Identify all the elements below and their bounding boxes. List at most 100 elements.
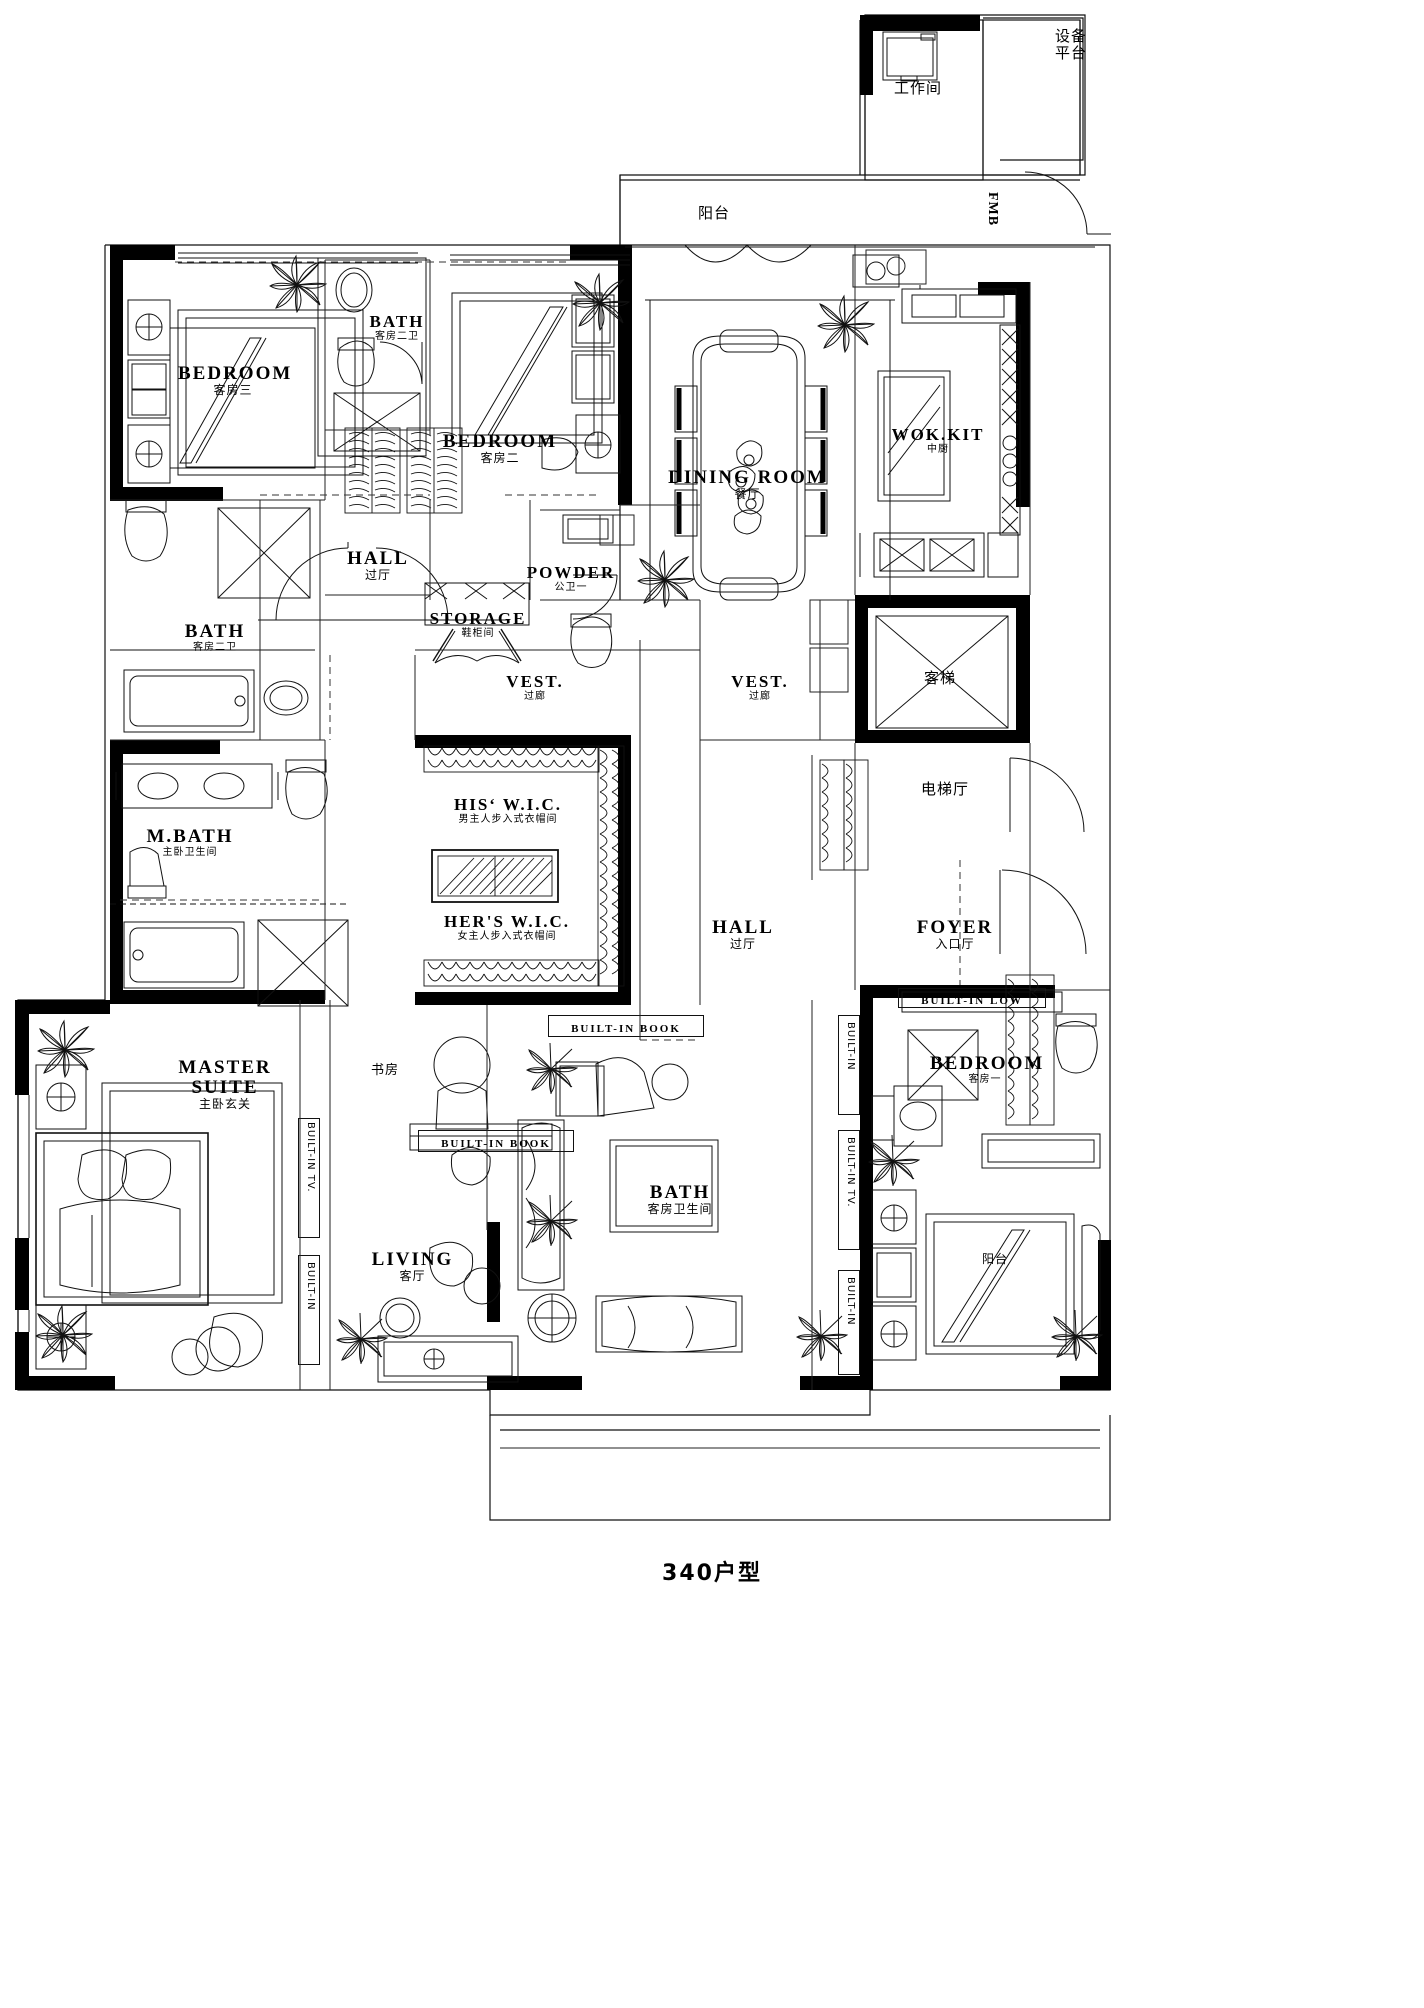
room-name-en-line2: SUITE: [191, 1076, 259, 1098]
room-name-cn: 客房卫生间: [647, 1201, 713, 1216]
room-name-cn: 主卧卫生间: [162, 846, 218, 858]
room-label-living: BATH 客房卫生间: [620, 1183, 740, 1217]
wall-segment: [1060, 1376, 1110, 1390]
room-label-equipment-platform: 设备 平台: [1036, 27, 1106, 63]
room-label-bedroom2: BEDROOM 客房二: [440, 432, 560, 466]
fmb-door-swing: [1024, 171, 1111, 235]
room-name-en: POWDER: [526, 563, 616, 582]
room-name-cn: 电梯厅: [920, 780, 969, 798]
annotation-text: BUILT-IN BOOK: [441, 1138, 551, 1150]
room-name-cn: 公卫一: [554, 581, 588, 593]
wall-segment: [15, 1238, 29, 1310]
wall-segment: [110, 245, 123, 500]
built-in-right-panel1: [838, 1015, 860, 1115]
room-name-cn: 书房: [370, 1063, 399, 1078]
annotation-built-in-book-top: BUILT-IN BOOK: [548, 1019, 704, 1037]
room-name-en: M.BATH: [146, 826, 234, 847]
room-name-cn: 主卧玄关: [198, 1096, 251, 1111]
room-name-en: BEDROOM: [178, 363, 293, 384]
wall-segment: [110, 245, 175, 260]
room-name-cn: 客房二: [480, 450, 520, 465]
room-name-cn: 入口厅: [935, 936, 975, 951]
annotation-text: BUILT-IN LOW: [921, 995, 1023, 1007]
room-name-cn-line1: 设备: [1054, 27, 1087, 45]
wall-segment: [110, 487, 223, 501]
room-name-en: HALL: [347, 548, 409, 569]
annotation-built-in-low: BUILT-IN LOW: [898, 991, 1046, 1009]
wall-segment: [800, 1376, 872, 1390]
room-label-hall-north: HALL 过厅: [330, 549, 426, 583]
wall-segment: [618, 735, 631, 1005]
plant-icon: [269, 254, 328, 314]
room-name-cn: 鞋柜间: [461, 627, 495, 639]
room-name-cn: 客房一: [968, 1073, 1002, 1085]
annotation-text: BUILT-IN BOOK: [571, 1023, 681, 1035]
plant-icon: [526, 1042, 579, 1095]
room-label-hall-south: HALL 过厅: [690, 918, 796, 952]
room-name-cn: 客厅: [399, 1268, 426, 1283]
room-name-cn-line2: 平台: [1054, 44, 1087, 63]
wall-segment: [1098, 1240, 1111, 1390]
built-in-tv-left-panel: [298, 1118, 320, 1238]
room-name-cn: 男主人步入式衣帽间: [458, 813, 558, 825]
room-name-en: VEST.: [506, 672, 564, 691]
closet-hanging-rods: [344, 427, 463, 514]
wall-segment: [15, 1332, 29, 1390]
room-name-cn: 阳台: [698, 204, 731, 222]
foyer-closet-rods: [819, 759, 869, 871]
hall-closet-rods: [1005, 974, 1055, 1126]
room-name-en: STORAGE: [429, 609, 527, 628]
room-name-en-line1: MASTER: [178, 1057, 272, 1078]
room-name-cn: 客梯: [923, 669, 956, 687]
room-name-en: FOYER: [916, 917, 994, 938]
room-name-cn: 客房二卫: [375, 330, 419, 342]
room-label-master-foyer: 书房: [330, 1063, 440, 1079]
room-label-elevator-lobby: 电梯厅: [890, 780, 1000, 798]
room-name-en: BEDROOM: [442, 431, 558, 452]
room-label-balcony-north: 阳台: [698, 204, 731, 222]
hall-north-door-swings: [258, 542, 508, 621]
wall-segment: [855, 595, 1030, 608]
room-label-vest-right: VEST. 过廊: [705, 673, 815, 702]
room-name-en: HIS‘ W.I.C.: [454, 795, 562, 814]
room-label-bath-guest2-north: BATH 客房二卫: [352, 313, 442, 342]
room-label-powder: POWDER 公卫一: [520, 564, 622, 593]
wall-segment: [15, 1000, 110, 1014]
room-label-master-bath: M.BATH 主卧卫生间: [130, 827, 250, 858]
room-name-en: BEDROOM: [930, 1053, 1045, 1074]
wall-segment: [415, 735, 630, 748]
room-label-bath-se: BEDROOM 客房一: [930, 1053, 1045, 1085]
wall-segment: [15, 1000, 29, 1095]
built-in-left-panel2: [298, 1255, 320, 1365]
plant-icon: [526, 1194, 579, 1247]
wall-segment: [860, 15, 980, 31]
room-label-dining: DINING ROOM 餐厅: [650, 468, 845, 502]
room-label-his-wic: HIS‘ W.I.C. 男主人步入式衣帽间: [418, 796, 598, 825]
room-label-foyer: FOYER 入口厅: [890, 918, 1020, 952]
room-name-en: DINING ROOM: [668, 467, 827, 488]
wall-segment: [860, 15, 873, 95]
plant-icon: [37, 1019, 96, 1079]
room-name-cn: 过廊: [524, 690, 546, 702]
room-label-bath-west: BATH 客房二卫: [160, 622, 270, 653]
room-name-cn: 阳台: [981, 1252, 1008, 1266]
built-in-tv-right-panel: [838, 1130, 860, 1250]
room-name-cn: 过廊: [749, 690, 771, 702]
balcony-north-linework: [625, 244, 1095, 288]
wall-segment: [860, 985, 873, 1390]
wall-segment: [570, 245, 632, 260]
wall-segment: [1016, 595, 1030, 743]
room-name-en: BATH: [649, 1182, 711, 1203]
wall-segment: [855, 730, 1030, 743]
plant-icon: [572, 272, 631, 332]
wall-segment: [487, 1376, 582, 1390]
room-name-en: LIVING: [371, 1249, 454, 1270]
room-name-cn: 中厨: [927, 443, 949, 455]
wall-segment: [618, 290, 632, 505]
plant-icon: [35, 1304, 94, 1364]
built-in-right-panel3: [838, 1270, 860, 1375]
plan-title: 340户型: [662, 1561, 762, 1586]
built-in-low-shelf: [898, 988, 1046, 1008]
room-label-master-suite: MASTER SUITE 主卧玄关: [155, 1058, 295, 1112]
